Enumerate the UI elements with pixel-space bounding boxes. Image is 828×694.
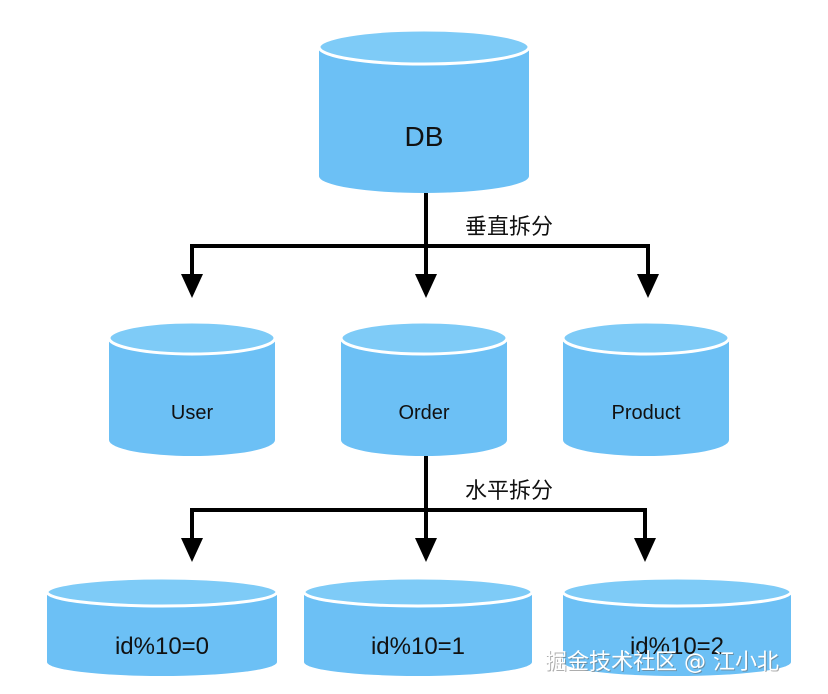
- watermark-shadow: 掘金技术社区 @ 江小北: [546, 651, 780, 676]
- db-order-label: Order: [398, 402, 449, 424]
- db-user: User: [107, 320, 277, 456]
- db-shard-0: id%10=0: [45, 576, 279, 676]
- db-shard-1-top: [302, 576, 534, 608]
- db-order: Order: [339, 320, 509, 456]
- vertical-split-connectors: [192, 193, 648, 248]
- db-shard-2-label: id%10=2: [630, 633, 724, 660]
- db-shard-1-label: id%10=1: [371, 633, 465, 660]
- vertical-split-arrows: [181, 244, 659, 298]
- arrowhead-shard-1: [415, 538, 437, 562]
- db-shard-0-body: [47, 592, 277, 676]
- db-shard-1-body: [304, 592, 532, 676]
- db-order-top: [339, 320, 509, 356]
- horizontal-split-arrows: [181, 508, 656, 562]
- db-shard-2-top: [561, 576, 793, 608]
- db-root-label: DB: [405, 121, 444, 152]
- db-user-top: [107, 320, 277, 356]
- db-shard-2-body: [563, 592, 791, 676]
- arrowhead-order: [415, 274, 437, 298]
- arrowhead-shard-0: [181, 538, 203, 562]
- arrowhead-product: [637, 274, 659, 298]
- horizontal-split-connectors: [192, 456, 645, 512]
- db-user-label: User: [171, 402, 214, 424]
- db-order-body: [341, 338, 507, 456]
- db-shard-2: id%10=2: [561, 576, 793, 676]
- db-root-top: [317, 28, 531, 66]
- watermark-text: 掘金技术社区 @ 江小北: [545, 650, 779, 675]
- db-shard-0-top: [45, 576, 279, 608]
- vertical-split-label: 垂直拆分: [465, 215, 553, 240]
- db-root: DB: [317, 28, 531, 193]
- db-root-body: [319, 47, 529, 193]
- db-shard-1: id%10=1: [302, 576, 534, 676]
- db-product: Product: [561, 320, 731, 456]
- arrowhead-user: [181, 274, 203, 298]
- db-user-body: [109, 338, 275, 456]
- db-product-top: [561, 320, 731, 356]
- arrowhead-shard-2: [634, 538, 656, 562]
- db-product-body: [563, 338, 729, 456]
- db-product-label: Product: [612, 402, 681, 424]
- db-shard-0-label: id%10=0: [115, 633, 209, 660]
- horizontal-split-label: 水平拆分: [465, 479, 553, 504]
